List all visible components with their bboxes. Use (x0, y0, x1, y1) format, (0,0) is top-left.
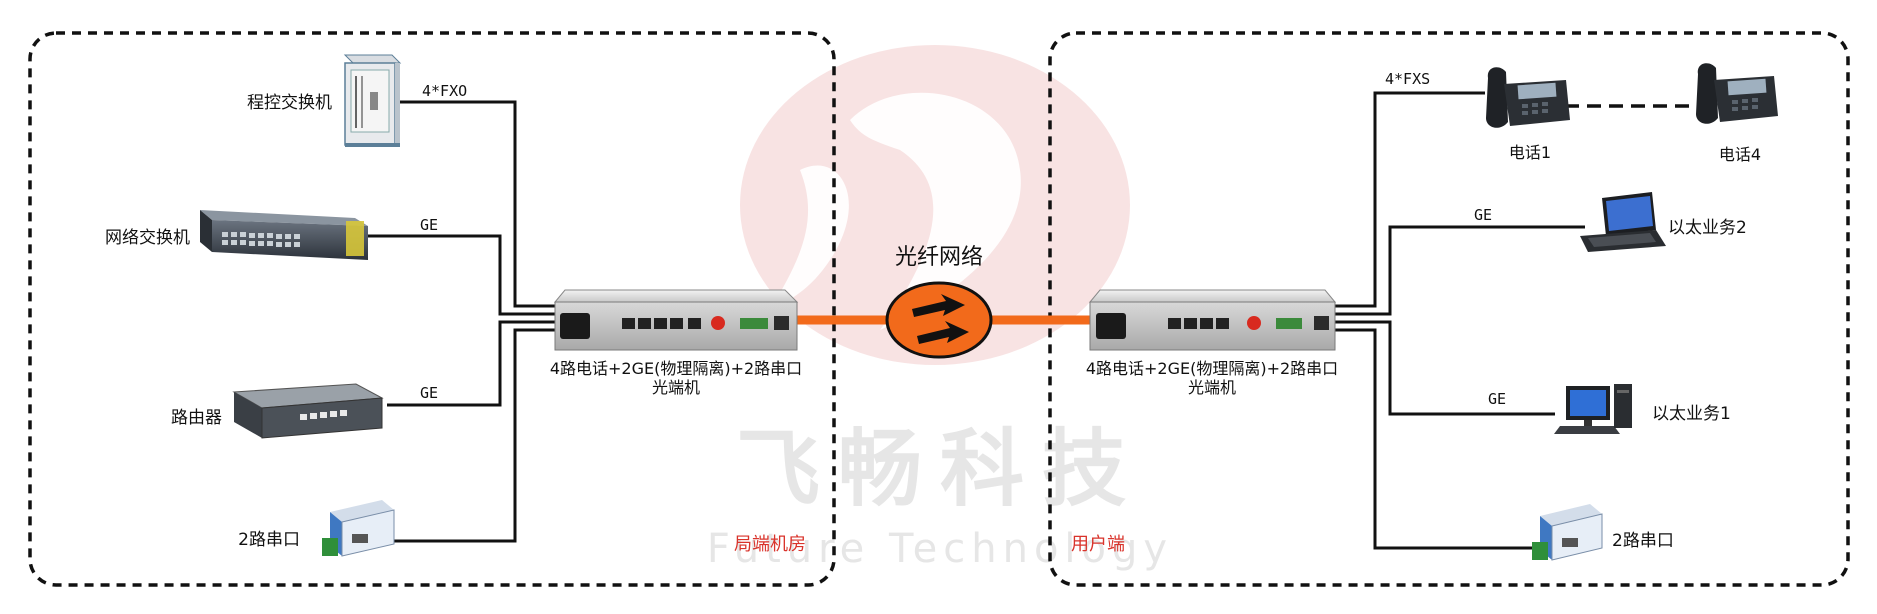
pbx-port-label: 4*FXO (422, 82, 467, 100)
left-zone-frame (28, 31, 836, 587)
right-converter-line2: 光端机 (1188, 378, 1236, 397)
ethernet-service-1-label: 以太业务1 (1652, 404, 1731, 424)
desktop-computer-icon (1554, 384, 1632, 434)
phone-port-label: 4*FXS (1385, 70, 1430, 88)
right-zone-frame (1048, 31, 1850, 587)
watermark: 飞畅科技 Future Technology (707, 45, 1173, 572)
router-port-label: GE (420, 384, 438, 402)
right-connections (1335, 91, 1698, 550)
left-serial-label: 2路串口 (238, 530, 300, 550)
right-converter-line1: 4路电话+2GE(物理隔离)+2路串口 (1086, 359, 1338, 378)
left-connections (368, 100, 555, 543)
left-zone-name: 局端机房 (734, 534, 806, 555)
right-serial-label: 2路串口 (1612, 531, 1674, 551)
phone1-label: 电话1 (1509, 143, 1551, 162)
network-switch-label: 网络交换机 (105, 228, 190, 248)
watermark-logo-icon (740, 45, 1130, 365)
pbx-label: 程控交换机 (247, 93, 332, 113)
laptop-icon (1580, 192, 1666, 252)
serial-converter-icon (1532, 504, 1603, 561)
router-label: 路由器 (171, 408, 222, 428)
left-converter-line1: 4路电话+2GE(物理隔离)+2路串口 (550, 359, 802, 378)
fiber-network-arrows-icon (885, 281, 993, 359)
ethernet-service-2-label: 以太业务2 (1668, 218, 1747, 238)
fiber-network: 光纤网络 (885, 245, 993, 359)
left-converter-line2: 光端机 (652, 378, 700, 397)
desk-phone-icon (1486, 67, 1570, 128)
network-switch-port-label: GE (420, 216, 438, 234)
router-icon (232, 383, 384, 439)
desk-phone-icon (1696, 63, 1778, 124)
fiber-network-label: 光纤网络 (895, 245, 983, 270)
right-zone-name: 用户端 (1071, 534, 1125, 555)
watermark-brand-cn: 飞畅科技 (736, 420, 1144, 518)
watermark-brand-en: Future Technology (707, 526, 1173, 572)
right-optical-converter: 4路电话+2GE(物理隔离)+2路串口 光端机 (1086, 289, 1338, 397)
left-optical-converter: 4路电话+2GE(物理隔离)+2路串口 光端机 (550, 289, 802, 397)
desktop-port-label: GE (1488, 390, 1506, 408)
network-switch-icon (200, 210, 368, 260)
pbx-cabinet-icon (343, 54, 402, 147)
serial-converter-icon (322, 500, 395, 557)
phone4-label: 电话4 (1719, 145, 1761, 164)
laptop-port-label: GE (1474, 206, 1492, 224)
